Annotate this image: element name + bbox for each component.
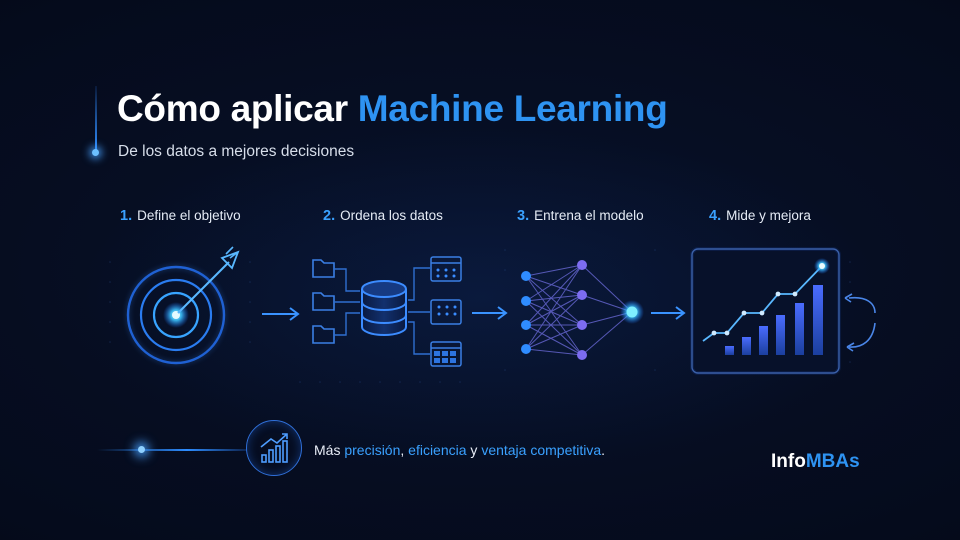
- cylinder: [361, 280, 407, 336]
- step-1-number: 1.: [120, 208, 133, 224]
- step-1-label: 1. Define el objetivo: [120, 208, 241, 224]
- tagline-highlight-efficiency: eficiencia: [408, 442, 467, 458]
- tagline-text-3: y: [466, 442, 482, 458]
- tagline-text-1: Más: [314, 442, 345, 458]
- brand-logo: InfoMBAs: [771, 451, 860, 473]
- bottom-accent-dot: [138, 446, 145, 453]
- step-3-text: Entrena el modelo: [534, 208, 644, 223]
- growth-chart-icon: [690, 247, 841, 375]
- brand-main: Info: [771, 451, 806, 472]
- folder-icons: [312, 259, 335, 344]
- arrow-1-icon: [262, 307, 300, 321]
- cycle-arrows-icon: [844, 293, 876, 352]
- tagline-highlight-precision: precisión: [344, 442, 401, 458]
- footer-tagline: Más precisión, eficiencia y ventaja comp…: [314, 442, 605, 458]
- brand-highlight: MBAs: [805, 451, 860, 472]
- tagline-text-2: ,: [400, 442, 409, 458]
- title-highlight: Machine Learning: [357, 88, 668, 129]
- accent-line: [95, 86, 97, 150]
- table-icons: [430, 256, 462, 367]
- connector-lines: [334, 267, 430, 355]
- step-4-number: 4.: [709, 208, 722, 224]
- step-2-text: Ordena los datos: [340, 208, 443, 223]
- step-4-text: Mide y mejora: [726, 208, 811, 223]
- bottom-icon-circle: [246, 420, 302, 476]
- tagline-text-4: .: [601, 442, 606, 458]
- target-icon: [125, 246, 240, 366]
- step-2-number: 2.: [323, 208, 336, 224]
- neural-network-icon: [521, 260, 644, 360]
- accent-dot: [92, 149, 99, 156]
- step-4-label: 4. Mide y mejora: [709, 208, 811, 224]
- step-2-label: 2. Ordena los datos: [323, 208, 443, 224]
- step-3-label: 3. Entrena el modelo: [517, 208, 644, 224]
- page-title: Cómo aplicar Machine Learning: [117, 88, 668, 130]
- title-main: Cómo aplicar: [117, 88, 358, 129]
- bottom-accent-line: [97, 449, 247, 451]
- dot-grid: [109, 249, 851, 383]
- step-3-number: 3.: [517, 208, 530, 224]
- tagline-highlight-advantage: ventaja competitiva: [481, 442, 602, 458]
- page-subtitle: De los datos a mejores decisiones: [118, 143, 355, 160]
- arrow-3-icon: [651, 306, 686, 320]
- database-icon: [312, 256, 462, 367]
- arrow-2-icon: [472, 306, 508, 320]
- step-1-text: Define el objetivo: [137, 208, 241, 223]
